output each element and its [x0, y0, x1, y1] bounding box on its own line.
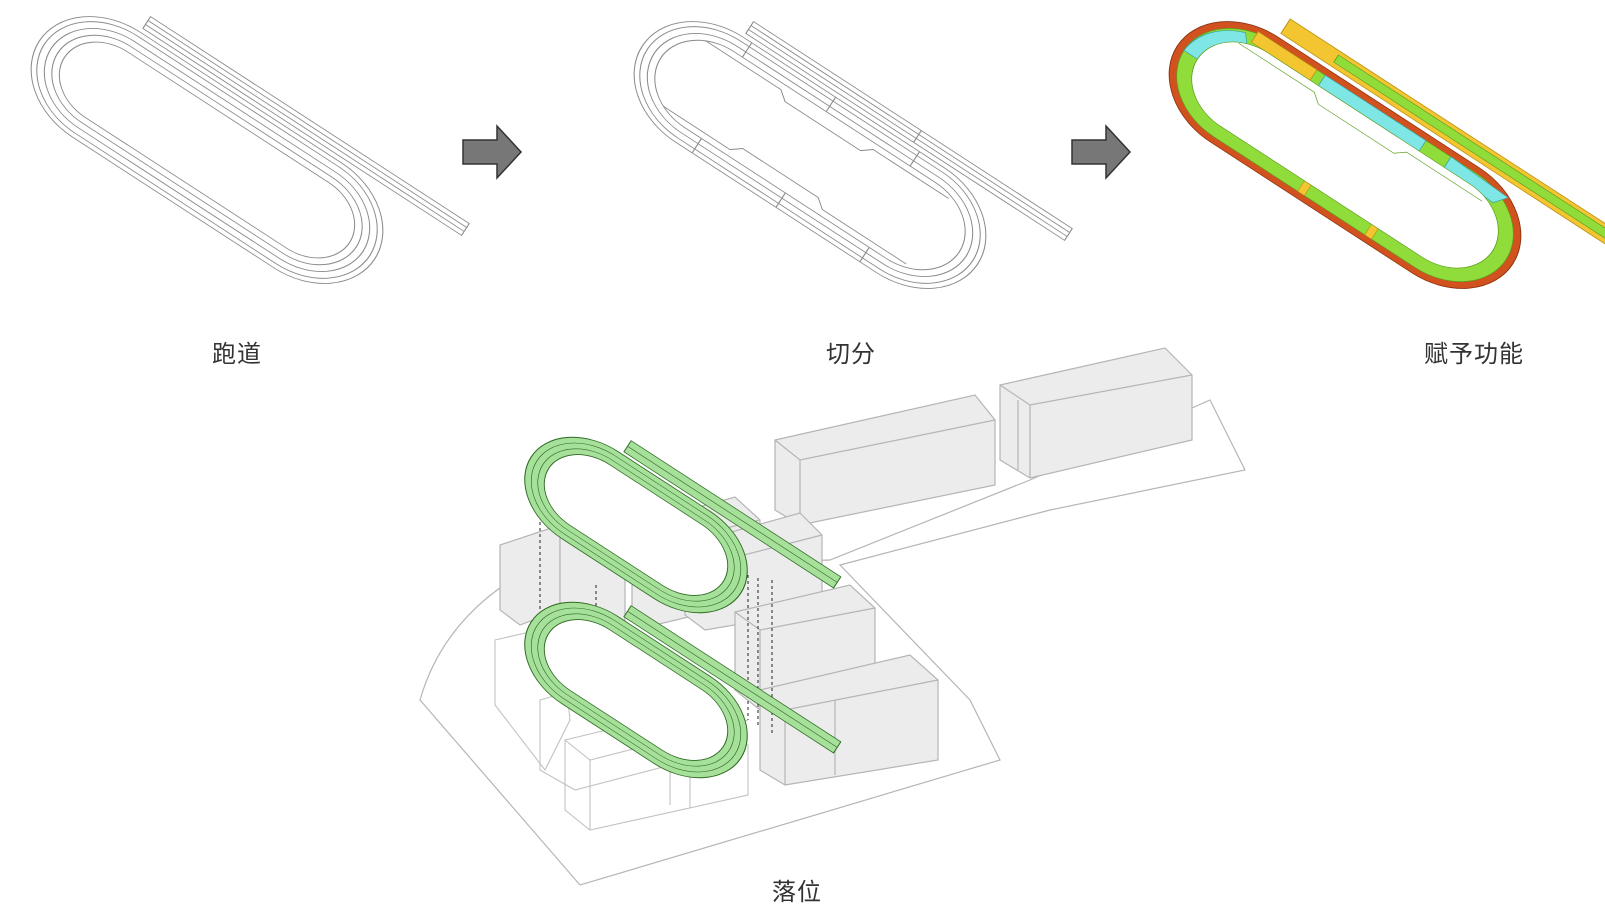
- step-label-segment: 切分: [826, 340, 876, 368]
- right-arrow-icon: [462, 124, 523, 180]
- placement-panel: [419, 347, 1246, 886]
- step-label-placement: 落位: [772, 878, 822, 906]
- track-outline-panel: [30, 15, 470, 284]
- track-segmented-panel: [633, 20, 1073, 289]
- step-label-function: 赋予功能: [1424, 340, 1524, 368]
- track-functional-panel: [1168, 18, 1605, 289]
- step-label-track: 跑道: [212, 340, 262, 368]
- lower-track: [524, 601, 842, 779]
- straight-lane: [142, 15, 470, 237]
- right-arrow-icon: [1071, 124, 1132, 180]
- upper-track: [524, 436, 842, 614]
